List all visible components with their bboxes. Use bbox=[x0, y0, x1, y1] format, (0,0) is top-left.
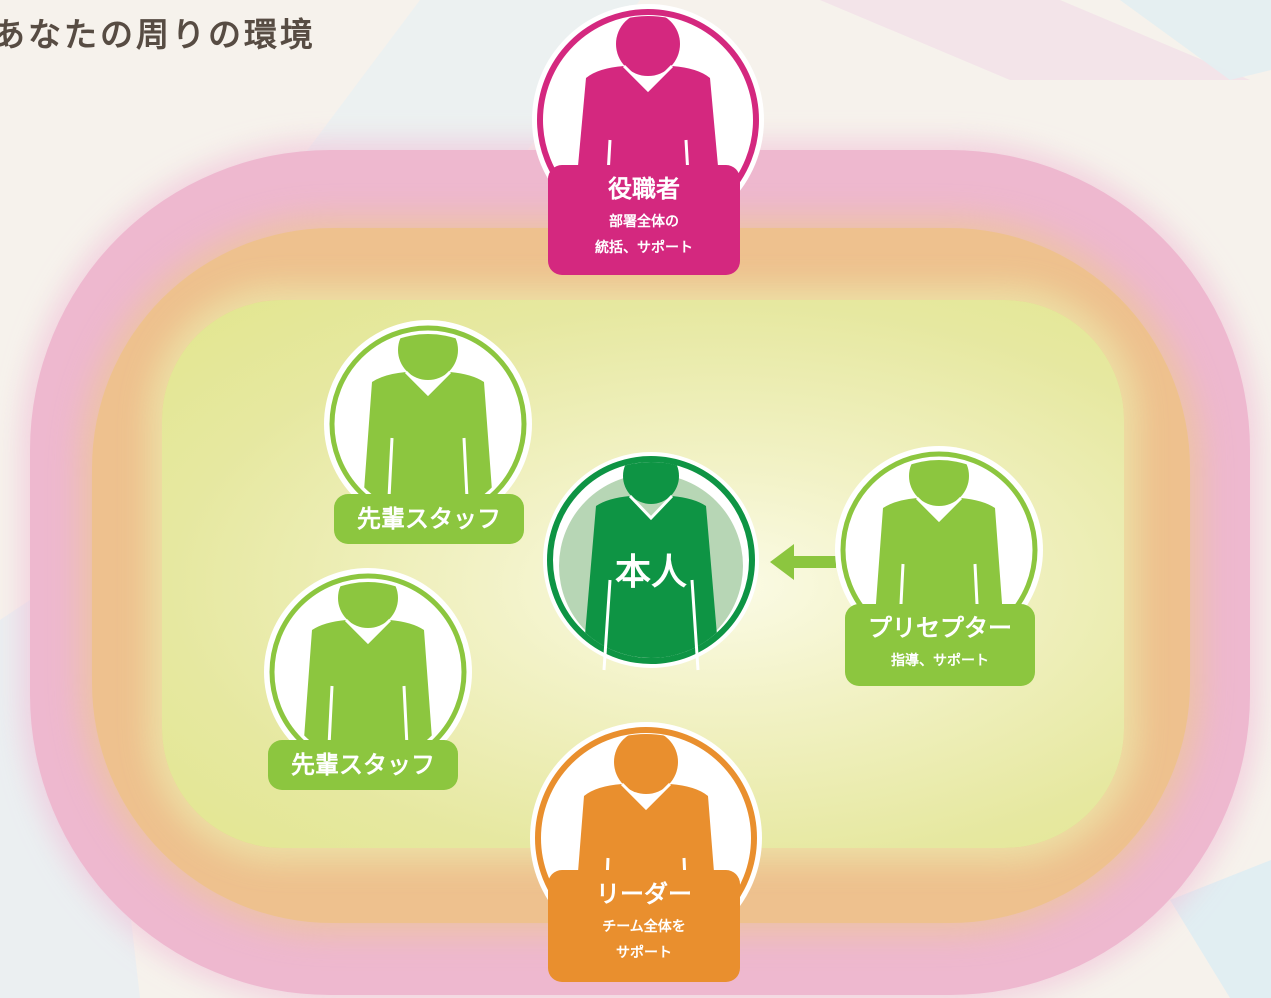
senior-staff-name-1: 先輩スタッフ bbox=[357, 505, 501, 533]
preceptor-node: プリセプター 指導、サポート bbox=[833, 444, 1045, 686]
leader-label: リーダー チーム全体を サポート bbox=[548, 870, 740, 982]
preceptor-desc: 指導、サポート bbox=[891, 653, 989, 669]
leader-desc-line1: チーム全体を bbox=[602, 919, 686, 935]
self-name: 本人 bbox=[614, 552, 687, 593]
person-icon bbox=[543, 452, 759, 671]
left-arrow-icon bbox=[770, 544, 836, 580]
leader-name: リーダー bbox=[596, 880, 692, 908]
executive-desc-line2: 統括、サポート bbox=[595, 240, 693, 256]
person-icon bbox=[324, 320, 532, 528]
leader-node: リーダー チーム全体を サポート bbox=[526, 718, 766, 982]
executive-node: 役職者 部署全体の 統括、サポート bbox=[528, 0, 768, 275]
executive-label: 役職者 部署全体の 統括、サポート bbox=[548, 165, 740, 275]
leader-desc-line2: サポート bbox=[616, 945, 672, 961]
self-node: 本人 bbox=[536, 440, 766, 671]
senior-staff-label-2: 先輩スタッフ bbox=[268, 740, 458, 790]
senior-staff-node-2: 先輩スタッフ bbox=[262, 566, 474, 790]
senior-staff-label-1: 先輩スタッフ bbox=[334, 494, 524, 544]
preceptor-label: プリセプター 指導、サポート bbox=[845, 604, 1035, 686]
senior-staff-node-1: 先輩スタッフ bbox=[322, 318, 534, 544]
person-icon bbox=[264, 568, 472, 776]
executive-name: 役職者 bbox=[608, 175, 680, 203]
executive-desc-line1: 部署全体の bbox=[609, 214, 679, 230]
self-label: 本人 bbox=[536, 548, 766, 598]
preceptor-name: プリセプター bbox=[868, 614, 1012, 642]
page-title: あなたの周りの環境 bbox=[0, 15, 316, 54]
senior-staff-name-2: 先輩スタッフ bbox=[291, 751, 435, 779]
